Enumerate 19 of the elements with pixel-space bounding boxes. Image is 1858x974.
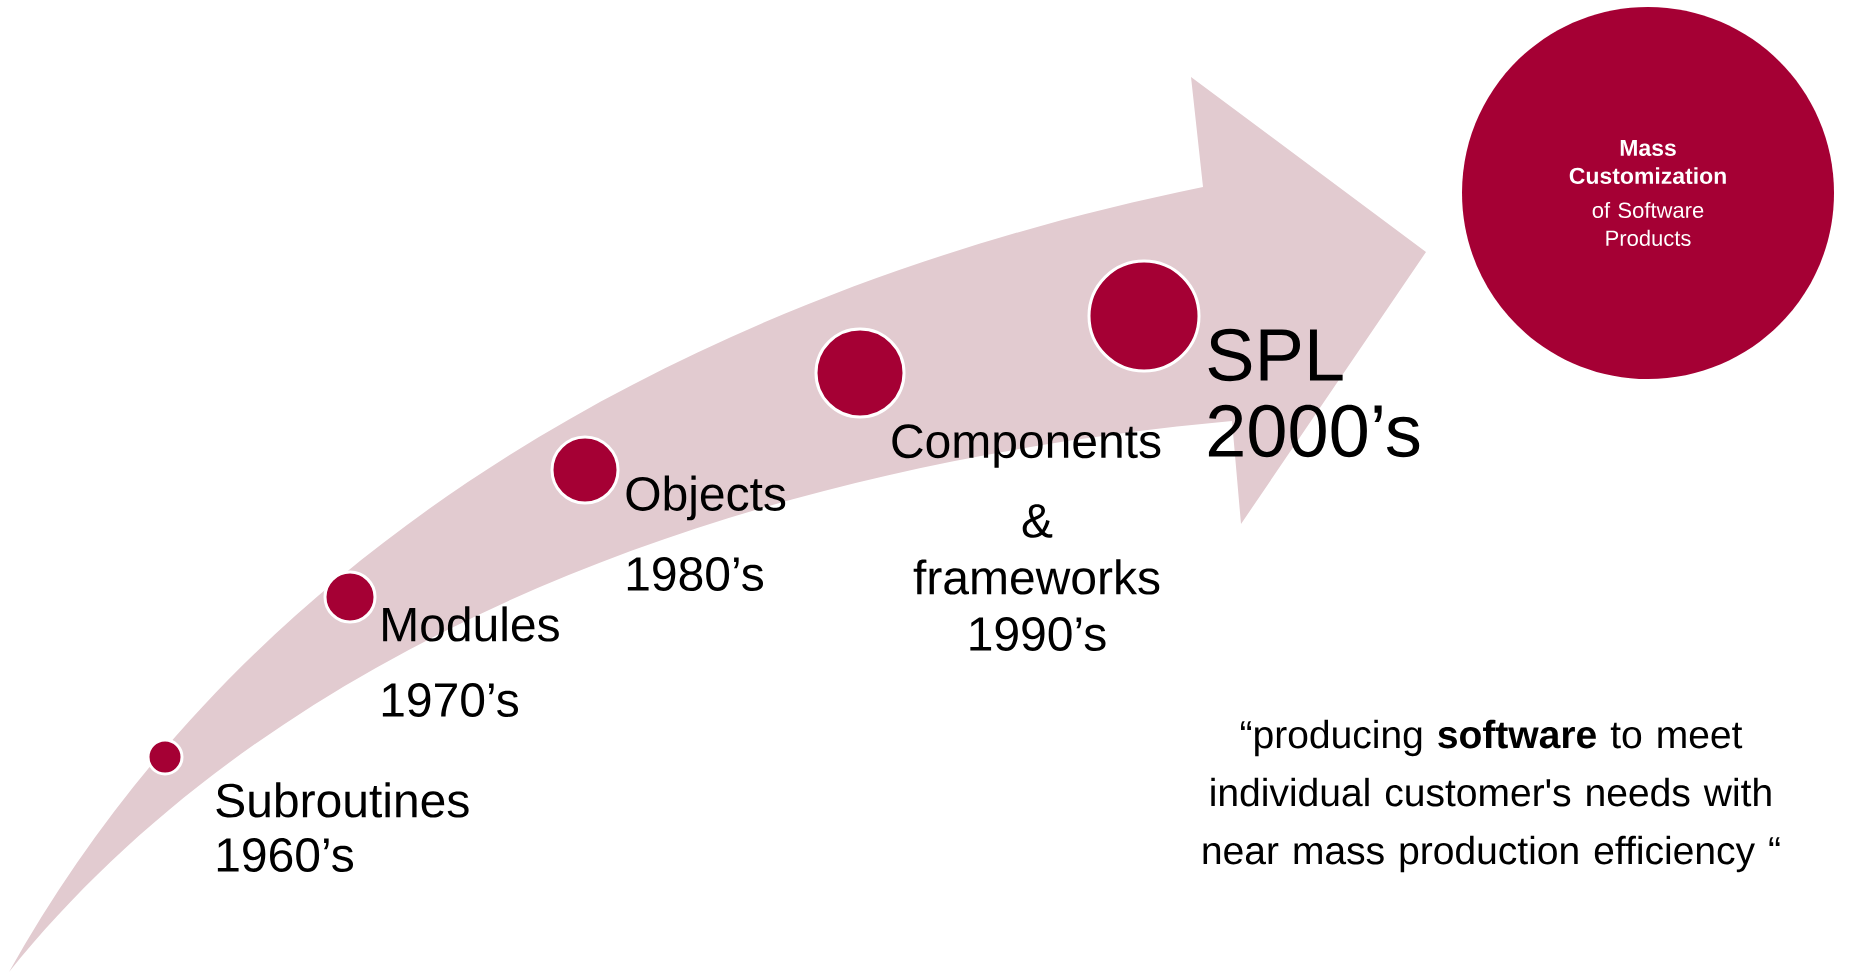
era-label: 1970’s (382, 683, 518, 717)
era-label: frameworks (913, 559, 1160, 595)
era-label: 1990’s (970, 617, 1106, 651)
timeline-dot (550, 435, 620, 505)
era-label: SPL (1208, 328, 1343, 382)
era-label: & (1022, 504, 1053, 538)
era-label: Objects (626, 475, 786, 521)
timeline-dot (146, 738, 184, 776)
era-label: Components (892, 424, 1161, 468)
era-label: Subroutines (216, 782, 469, 818)
timeline-dot (1087, 259, 1201, 373)
era-label: 1960’s (217, 838, 354, 872)
timeline-dot (814, 327, 906, 419)
timeline-dot (323, 570, 377, 624)
circle-node: Mass Customization of Software Products (1462, 7, 1834, 379)
quote-text: “producing software to meet individual customer's needs with near mass production efficiency “ (1203, 719, 1780, 873)
era-label: 2000’s (1208, 404, 1420, 458)
era-label: 1980’s (627, 557, 763, 591)
era-label: Modules (383, 606, 559, 642)
